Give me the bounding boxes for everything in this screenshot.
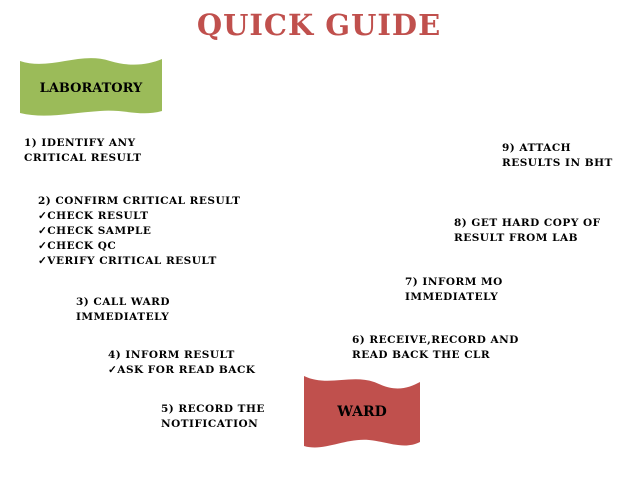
step-2-line-5: ✓VERIFY CRITICAL RESULT (38, 255, 217, 267)
step-1-line-1: 1) IDENTIFY ANY (24, 137, 136, 149)
step-7-line-1: 7) INFORM MO (405, 276, 503, 288)
step-8: 8) GET HARD COPY OF RESULT FROM LAB (454, 216, 601, 246)
step-4-line-2: ✓ASK FOR READ BACK (108, 364, 256, 376)
ward-banner-shape (304, 376, 420, 448)
page-title: QUICK GUIDE (196, 8, 442, 42)
step-7: 7) INFORM MO IMMEDIATELY (405, 275, 503, 305)
step-2-line-3: ✓CHECK SAMPLE (38, 225, 152, 237)
step-5-line-1: 5) RECORD THE (161, 403, 265, 415)
laboratory-label: LABORATORY (39, 81, 143, 96)
step-3: 3) CALL WARD IMMEDIATELY (76, 295, 170, 325)
step-7-line-2: IMMEDIATELY (405, 291, 499, 303)
step-2: 2) CONFIRM CRITICAL RESULT ✓CHECK RESULT… (38, 194, 240, 269)
step-9-line-2: RESULTS IN BHT (502, 157, 613, 169)
step-5-line-2: NOTIFICATION (161, 418, 259, 430)
step-2-line-4: ✓CHECK QC (38, 240, 117, 252)
step-6-line-1: 6) RECEIVE,RECORD AND (352, 334, 519, 346)
step-3-line-1: 3) CALL WARD (76, 296, 170, 308)
step-2-line-2: ✓CHECK RESULT (38, 210, 149, 222)
step-5: 5) RECORD THE NOTIFICATION (161, 402, 265, 432)
ward-label: WARD (337, 404, 387, 420)
step-1: 1) IDENTIFY ANY CRITICAL RESULT (24, 136, 142, 166)
laboratory-banner-shape (20, 58, 162, 116)
step-4: 4) INFORM RESULT ✓ASK FOR READ BACK (108, 348, 255, 378)
step-8-line-2: RESULT FROM LAB (454, 232, 578, 244)
step-6: 6) RECEIVE,RECORD AND READ BACK THE CLR (352, 333, 519, 363)
step-9-line-1: 9) ATTACH (502, 142, 572, 154)
step-9: 9) ATTACH RESULTS IN BHT (502, 141, 613, 171)
ward-banner: WARD (304, 372, 420, 452)
step-4-line-1: 4) INFORM RESULT (108, 349, 235, 361)
step-3-line-2: IMMEDIATELY (76, 311, 170, 323)
laboratory-banner: LABORATORY (20, 57, 162, 119)
step-1-line-2: CRITICAL RESULT (24, 152, 142, 164)
step-8-line-1: 8) GET HARD COPY OF (454, 217, 601, 229)
step-6-line-2: READ BACK THE CLR (352, 349, 491, 361)
step-2-line-1: 2) CONFIRM CRITICAL RESULT (38, 195, 241, 207)
